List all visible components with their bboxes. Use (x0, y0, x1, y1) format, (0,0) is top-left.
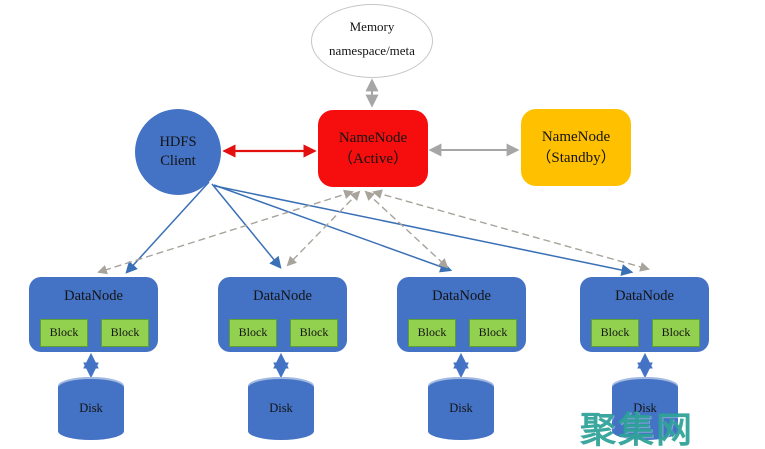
disk-4-bottom (612, 422, 678, 440)
datanode-4: DataNode Block Block (580, 277, 709, 352)
datanode-4-label: DataNode (615, 288, 674, 304)
site-watermark: 聚集网 (580, 409, 695, 449)
datanode-2: DataNode Block Block (218, 277, 347, 352)
datanode-2-block-2: Block (290, 319, 338, 347)
namenode-standby-label-line2: （Standby） (536, 149, 616, 166)
memory-label: Memory (349, 19, 395, 34)
namenode-active-label-line2: （Active） (338, 150, 408, 167)
disk-2-bottom (248, 422, 314, 440)
disk-3-label: Disk (449, 401, 473, 415)
dashed-arrow-namenode-datanode-1 (97, 189, 354, 275)
disk-3-top (428, 377, 494, 395)
datanode-2-block-1: Block (229, 319, 277, 347)
disk-1-top (58, 377, 124, 395)
disk-2-top (248, 377, 314, 395)
datanode-3: DataNode Block Block (397, 277, 526, 352)
datanode-4-block-1: Block (591, 319, 639, 347)
hdfs-client-label-line2: Client (160, 153, 196, 169)
disk-1-bottom (58, 422, 124, 440)
memory-namespace-node: Memory namespace/meta (311, 4, 433, 78)
hdfs-client-node: HDFS Client (135, 109, 221, 195)
datanode-2-label: DataNode (253, 288, 312, 304)
disk-2-label: Disk (269, 401, 293, 415)
disk-3: Disk (428, 377, 494, 440)
datanode-3-block-2: Block (469, 319, 517, 347)
datanode-1-block-1: Block (40, 319, 88, 347)
namenode-standby-label-line1: NameNode (541, 128, 611, 145)
namespace-meta-label: namespace/meta (329, 43, 415, 58)
disk-4: Disk (612, 377, 678, 440)
namenode-standby-node: NameNode （Standby） (521, 109, 631, 186)
hdfs-client-label-line1: HDFS (159, 134, 197, 150)
arrow-client-datanode-4 (214, 185, 634, 276)
disk-1-label: Disk (79, 401, 103, 415)
datanode-4-block-2: Block (652, 319, 700, 347)
disk-4-label: Disk (633, 401, 657, 415)
datanode-1-label: DataNode (64, 288, 123, 304)
disk-2: Disk (248, 377, 314, 440)
datanode-1-block-2: Block (101, 319, 149, 347)
dashed-arrow-namenode-datanode-3 (364, 190, 449, 269)
disk-3-bottom (428, 422, 494, 440)
datanode-3-block-1: Block (408, 319, 456, 347)
datanode-3-label: DataNode (432, 288, 491, 304)
dashed-arrow-namenode-datanode-4 (372, 189, 650, 272)
dashed-arrow-namenode-datanode-2 (286, 190, 361, 267)
namenode-active-node: NameNode （Active） (318, 110, 428, 187)
datanode-1: DataNode Block Block (29, 277, 158, 352)
arrow-client-datanode-1 (125, 181, 210, 274)
namenode-active-label-line1: NameNode (338, 129, 408, 146)
disk-1: Disk (58, 377, 124, 440)
disk-4-top (612, 377, 678, 395)
